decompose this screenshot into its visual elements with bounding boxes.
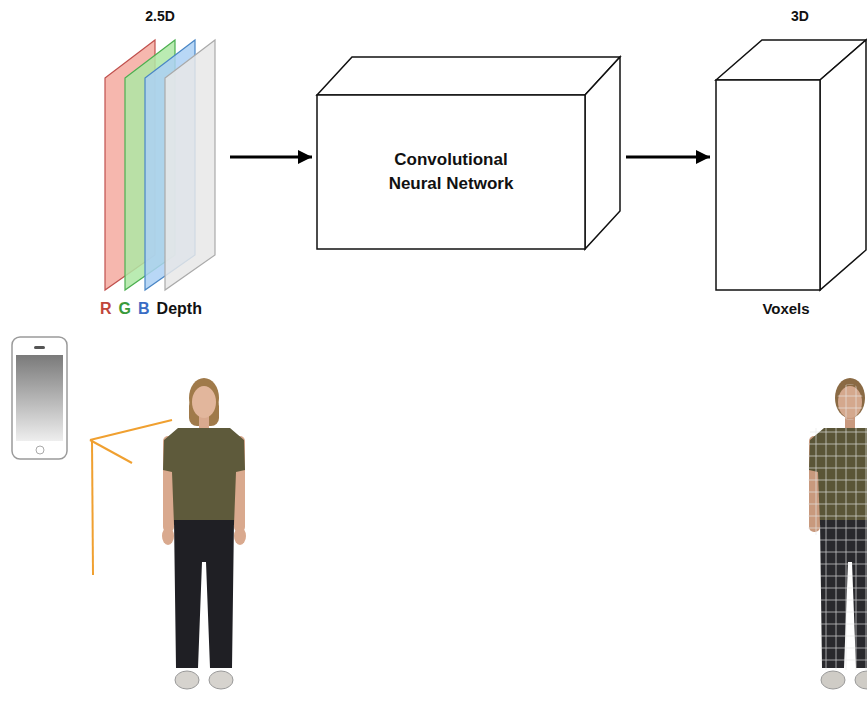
box-3d bbox=[317, 57, 620, 249]
node-shape bbox=[98, 0, 226, 326]
mesh-line bbox=[800, 540, 867, 541]
mesh-line bbox=[800, 588, 867, 589]
mesh-line bbox=[800, 528, 867, 529]
channel-label: R bbox=[100, 300, 112, 318]
node-shape bbox=[714, 0, 867, 326]
mesh-line bbox=[816, 380, 817, 700]
mesh-line bbox=[800, 408, 867, 409]
stack-heading: 2.5D bbox=[138, 8, 182, 24]
mesh-line bbox=[836, 380, 837, 700]
output-label: Voxels bbox=[750, 300, 822, 317]
mesh-line bbox=[800, 480, 867, 481]
mesh-line bbox=[800, 660, 867, 661]
voxel-cube: 3D Voxels bbox=[714, 0, 867, 326]
mesh-line bbox=[800, 636, 867, 637]
mesh-line bbox=[800, 696, 867, 697]
mesh-line bbox=[846, 380, 847, 700]
cube-3d bbox=[716, 40, 866, 290]
box-label: Convolutional Neural Network bbox=[317, 95, 585, 249]
mesh-line bbox=[800, 432, 867, 433]
mesh-line bbox=[800, 492, 867, 493]
channel-plane bbox=[165, 40, 215, 290]
channel-label: G bbox=[119, 300, 131, 318]
network-box: Convolutional Neural Network bbox=[316, 56, 622, 252]
mesh-line bbox=[856, 380, 857, 700]
person-photo bbox=[162, 378, 246, 689]
mesh-line bbox=[800, 468, 867, 469]
mesh-line bbox=[800, 384, 867, 385]
mesh-line bbox=[800, 396, 867, 397]
mesh-person bbox=[800, 378, 867, 700]
mesh-line bbox=[866, 380, 867, 700]
mesh-line bbox=[800, 504, 867, 505]
channel-label: B bbox=[138, 300, 150, 318]
mesh-line bbox=[806, 380, 807, 700]
channel-label: Depth bbox=[157, 300, 202, 318]
output-heading: 3D bbox=[780, 8, 820, 24]
mesh-line bbox=[800, 444, 867, 445]
mesh-line bbox=[800, 456, 867, 457]
mesh-line bbox=[800, 648, 867, 649]
mesh-line bbox=[800, 684, 867, 685]
mesh-line bbox=[800, 672, 867, 673]
phone-icon bbox=[12, 337, 67, 459]
mesh-line bbox=[800, 552, 867, 553]
flow-arrow bbox=[230, 156, 312, 159]
mesh-line bbox=[800, 516, 867, 517]
mesh-line bbox=[800, 420, 867, 421]
mesh-line bbox=[800, 576, 867, 577]
mesh-line bbox=[826, 380, 827, 700]
input-stack: 2.5D RGB Depth bbox=[98, 0, 226, 326]
mesh-line bbox=[800, 600, 867, 601]
mesh-line bbox=[800, 564, 867, 565]
camera-rays bbox=[90, 420, 172, 575]
mesh-line bbox=[800, 612, 867, 613]
mesh-line bbox=[800, 624, 867, 625]
flow-arrow bbox=[626, 156, 710, 159]
